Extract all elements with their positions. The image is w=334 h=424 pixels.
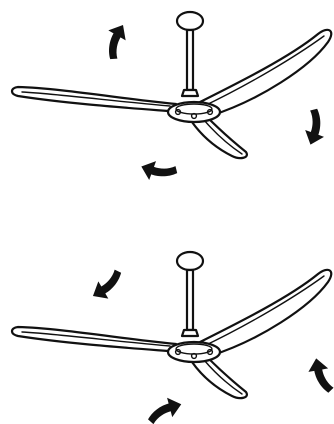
rotation-arrow-right-icon [306,356,334,395]
fan-top [12,12,331,158]
ceiling-fan-icon [12,12,331,158]
ceiling-fan-icon [12,252,331,398]
fan-bottom [12,252,331,398]
rotation-arrow-bottom-icon [138,155,179,188]
rotation-arrow-bottom-icon [144,395,184,424]
rotation-arrow-upper-left-icon [96,20,133,62]
rotation-arrow-right-icon [299,107,332,148]
rotation-arrow-upper-left-icon [87,268,129,305]
